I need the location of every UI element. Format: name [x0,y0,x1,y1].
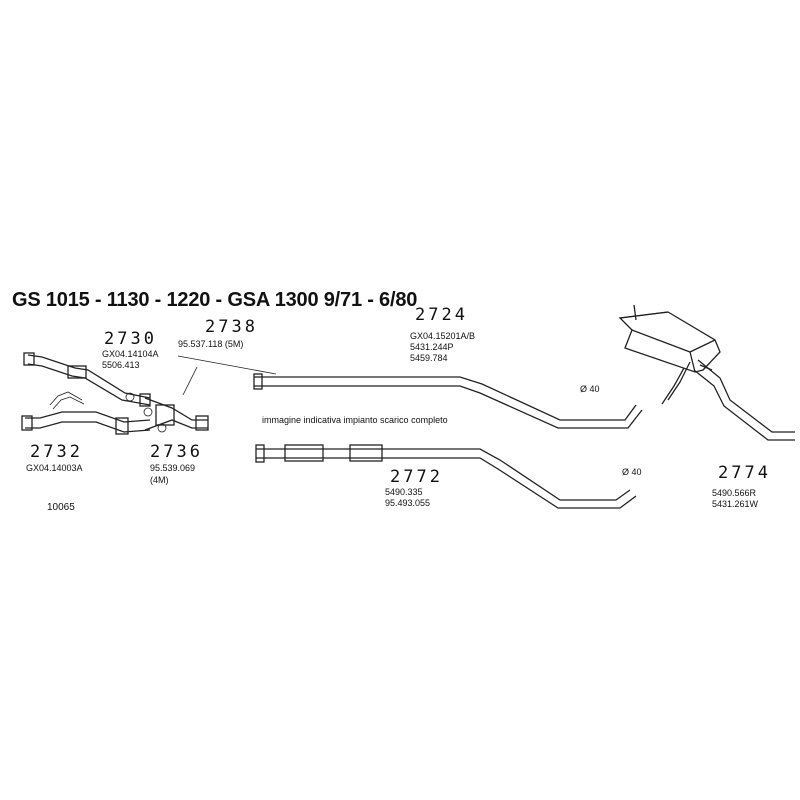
part-number-2772: 2772 [390,467,443,487]
part-code: GX04.14104A [102,349,159,359]
part-number-2774: 2774 [718,463,771,483]
part-code: 5490.335 [385,487,423,497]
part-code: 95.493.055 [385,498,431,508]
part-2772-pipe-drawing [255,444,637,509]
reference-number: 10065 [47,502,75,513]
part-number-2730: 2730 [104,329,157,349]
part-number-2724: 2724 [415,305,468,325]
diameter-label: Ø 40 [622,467,642,477]
illustration-note: immagine indicativa impianto scarico com… [262,415,448,425]
page-title: GS 1015 - 1130 - 1220 - GSA 1300 9/71 - … [12,289,418,311]
part-code: 5459.784 [410,353,448,363]
part-2732-pipe-drawing [21,391,151,435]
part-code: GX04.15201A/B [410,331,476,341]
part-code: 95.537.118 (5M) [178,339,244,349]
part-2724-pipe-drawing [253,373,643,429]
part-2774-silencer-drawing [618,304,795,441]
part-code: GX04.14003A [26,463,83,473]
part-number-2738: 2738 [205,317,258,337]
part-number-2732: 2732 [30,442,83,462]
part-code: 95.539.069 [150,463,196,473]
diameter-label: Ø 40 [580,384,600,394]
part-code: 5431.244P [410,342,454,352]
part-code: 5490.566R [712,488,757,498]
part-code: (4M) [150,475,169,485]
part-2736-ypipe-drawing [139,393,209,433]
part-2730-pipe-drawing [23,352,151,406]
part-number-2736: 2736 [150,442,203,462]
part-code: 5431.261W [712,499,759,509]
leader-lines [177,355,277,396]
part-code: 5506.413 [102,360,140,370]
